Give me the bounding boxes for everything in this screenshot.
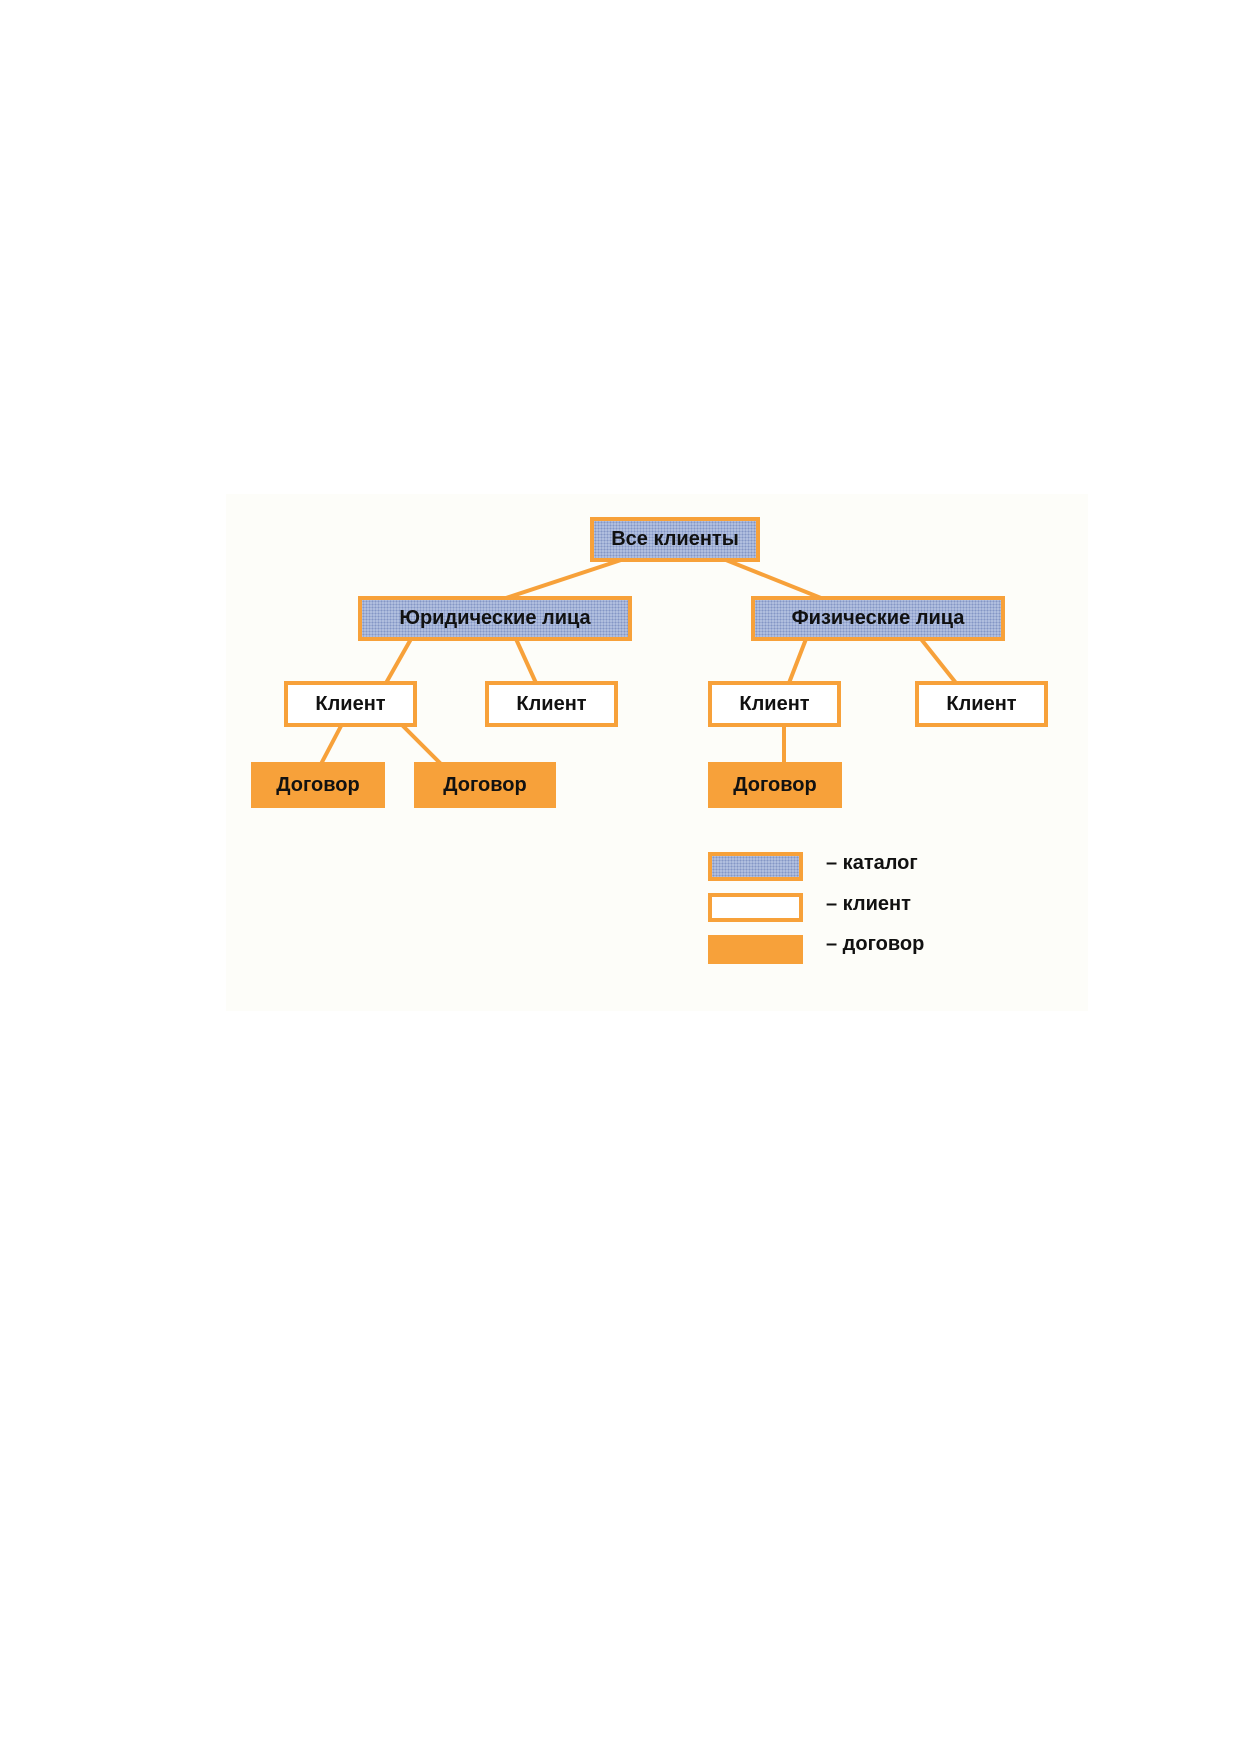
client-node-1-label: Клиент	[315, 692, 386, 715]
client-node-3: Клиент	[708, 681, 841, 727]
client-node-2: Клиент	[485, 681, 618, 727]
connector-individuals-client3	[787, 637, 808, 685]
client-node-1: Клиент	[284, 681, 417, 727]
legend-contract-swatch	[708, 935, 803, 964]
legend-contract-label: – договор	[826, 933, 925, 955]
client-node-2-label: Клиент	[516, 692, 587, 715]
catalog-legal-entities-label: Юридические лица	[399, 607, 591, 629]
connector-root-individuals	[724, 558, 823, 600]
contract-node-3: Договор	[708, 762, 842, 808]
client-hierarchy-diagram: Все клиенты Юридические лица Физические …	[226, 494, 1088, 1011]
legend-client-swatch	[708, 893, 803, 922]
client-node-4-label: Клиент	[946, 692, 1017, 715]
contract-node-2: Договор	[414, 762, 556, 808]
connector-individuals-client4	[919, 637, 958, 685]
legend-client-label: – клиент	[826, 893, 911, 915]
catalog-individuals: Физические лица	[751, 596, 1005, 641]
client-node-4: Клиент	[915, 681, 1048, 727]
catalog-individuals-label: Физические лица	[791, 607, 965, 629]
client-node-3-label: Клиент	[739, 692, 810, 715]
connector-client1-contract2	[401, 724, 443, 766]
contract-node-3-label: Договор	[733, 773, 817, 796]
catalog-all-clients-label: Все клиенты	[611, 528, 739, 550]
catalog-legal-entities: Юридические лица	[358, 596, 632, 641]
catalog-all-clients: Все клиенты	[590, 517, 760, 562]
contract-node-1-label: Договор	[276, 773, 360, 796]
connector-legal-client2	[514, 637, 538, 685]
contract-node-1: Договор	[251, 762, 385, 808]
legend-catalog-label: – каталог	[826, 852, 918, 874]
contract-node-2-label: Договор	[443, 773, 527, 796]
connector-root-legal	[504, 558, 623, 600]
connector-legal-client1	[384, 637, 413, 685]
connector-client1-contract1	[319, 724, 343, 766]
connector-lines	[319, 558, 958, 766]
legend-catalog-swatch	[708, 852, 803, 881]
